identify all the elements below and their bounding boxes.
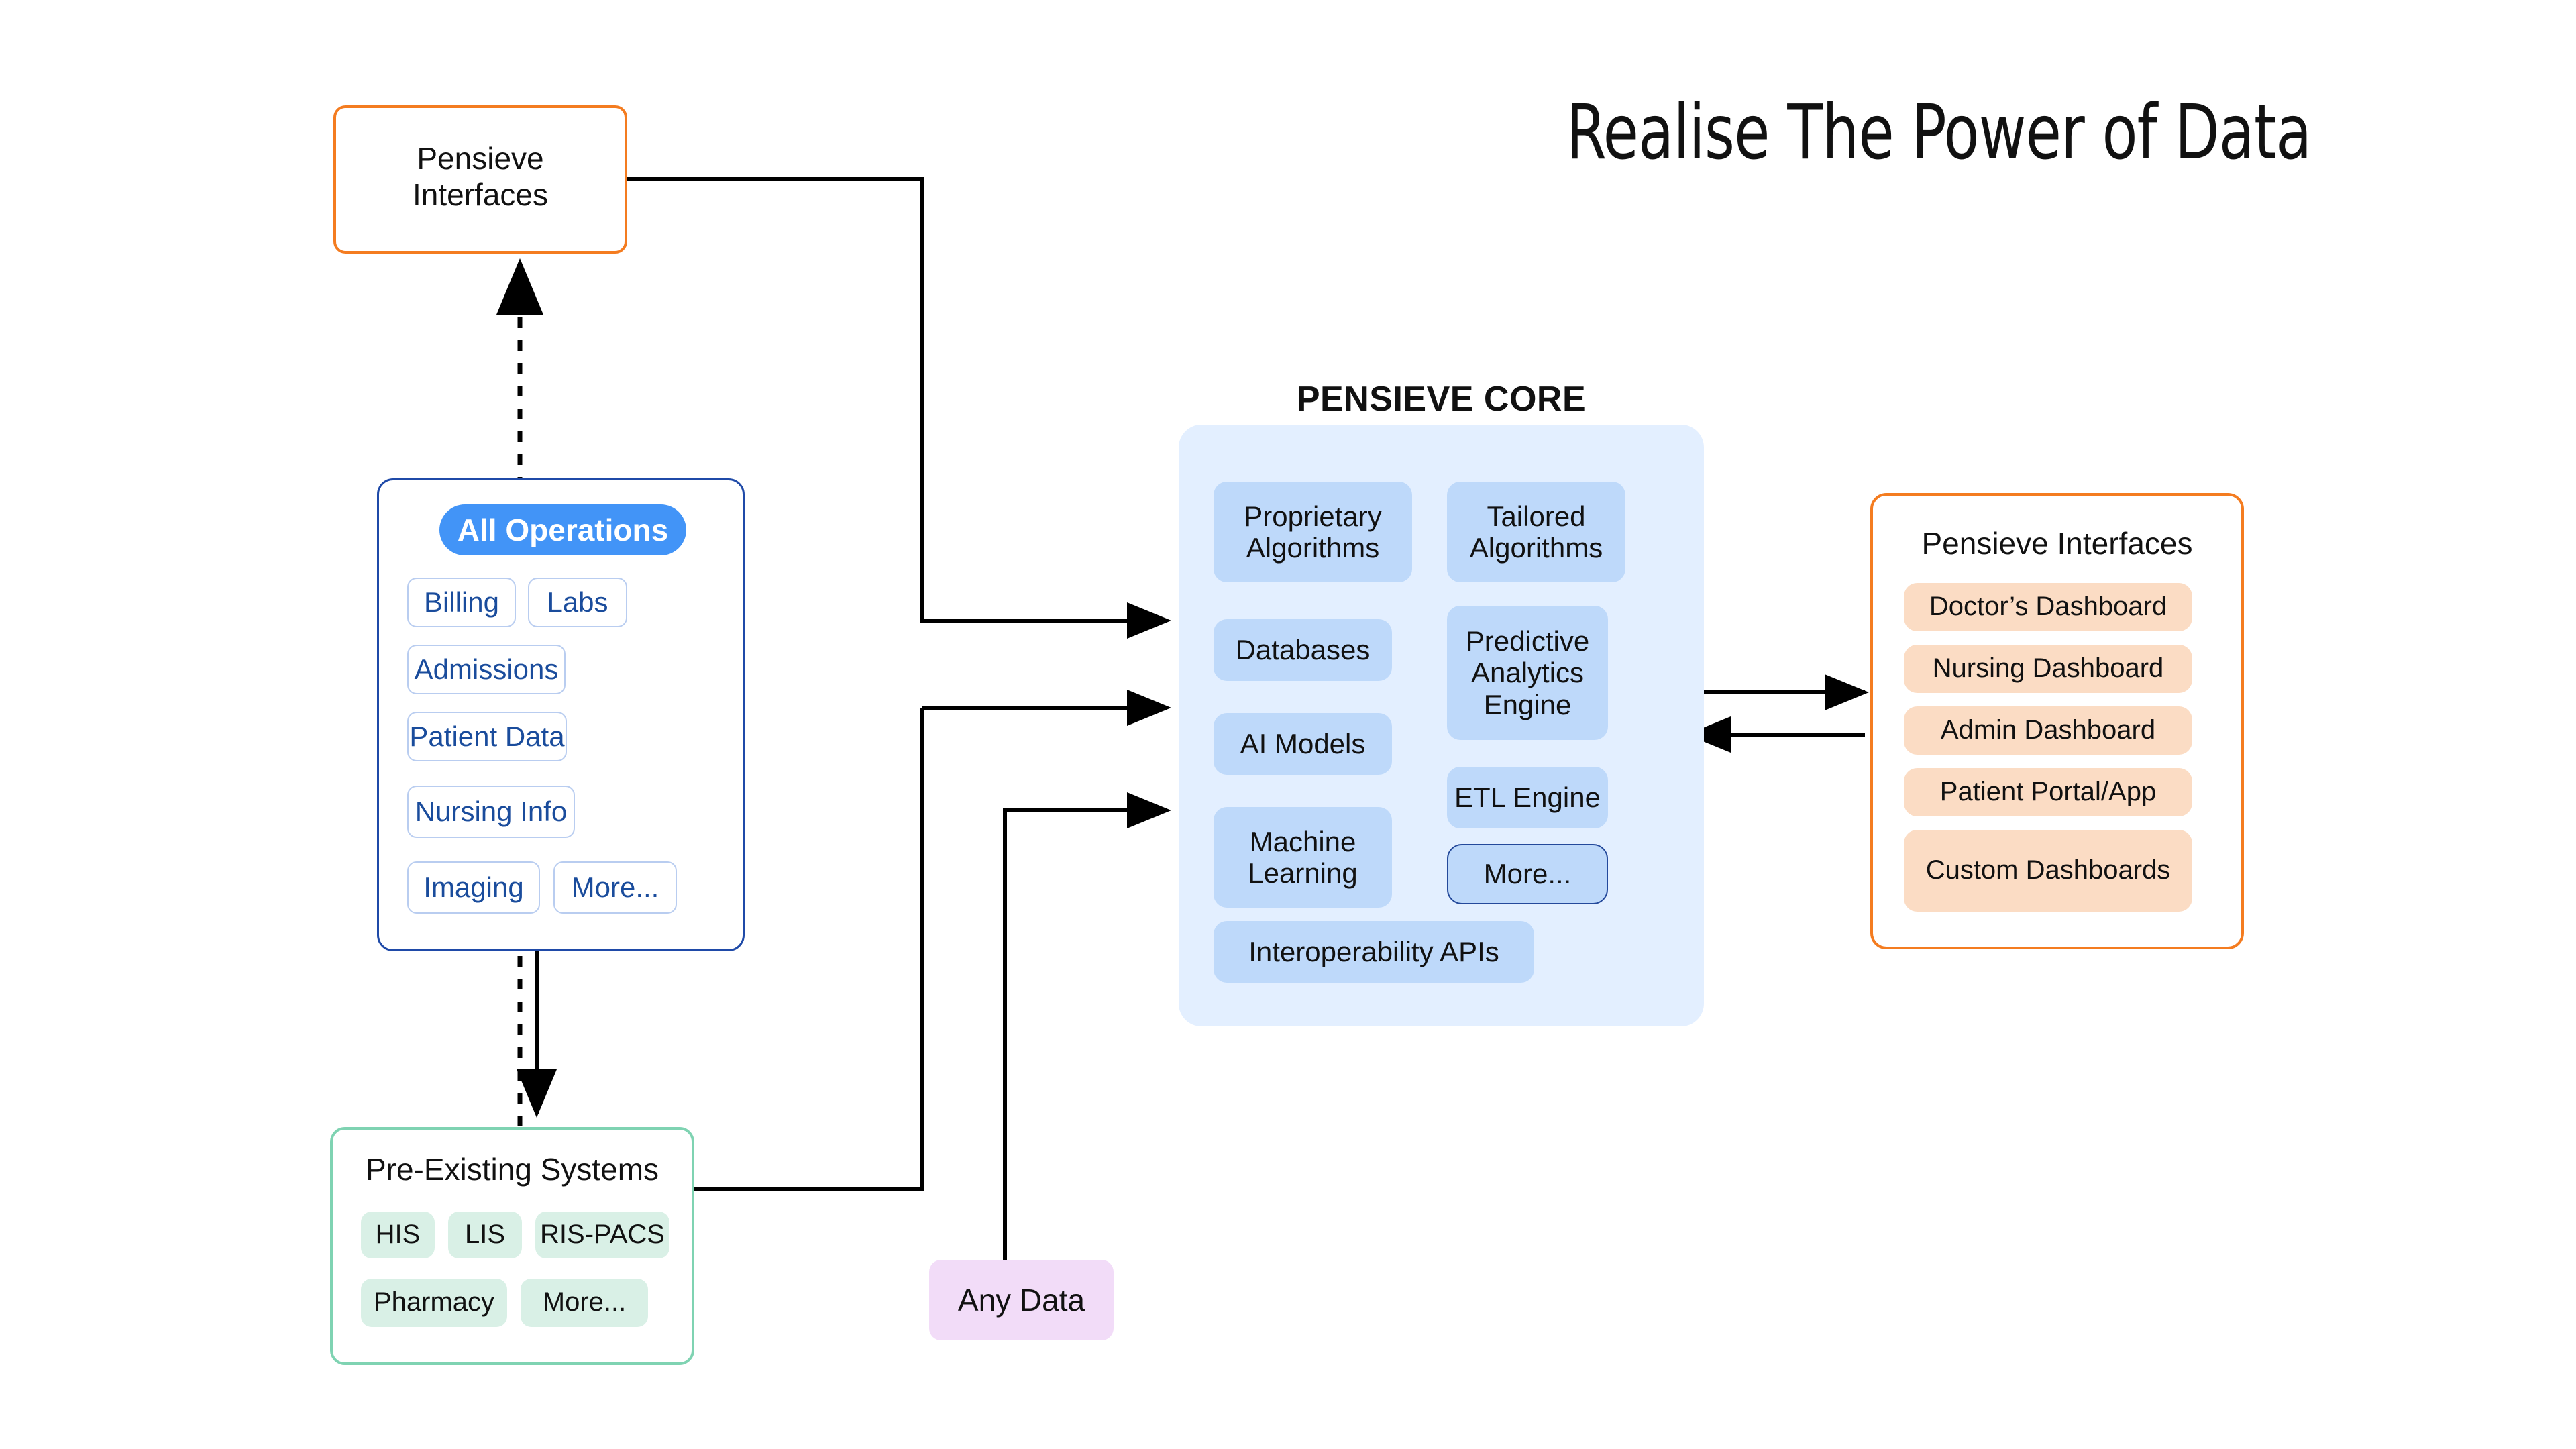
operation-chip-admissions[interactable]: Admissions: [407, 645, 566, 694]
pensieve-interfaces-box-line2: Interfaces: [413, 177, 548, 212]
core-chip-interoperability-apis[interactable]: Interoperability APIs: [1214, 921, 1534, 983]
connector-anydata-to-core: [1003, 792, 1171, 1260]
interface-chip-patient-portal-app[interactable]: Patient Portal/App: [1904, 768, 2192, 816]
pensieve-interfaces-box[interactable]: Pensieve Interfaces: [333, 105, 627, 254]
pre-existing-chip-pharmacy[interactable]: Pharmacy: [361, 1279, 507, 1327]
operation-chip-imaging[interactable]: Imaging: [407, 861, 540, 914]
interface-chip-doctors-dashboard[interactable]: Doctor’s Dashboard: [1904, 583, 2192, 631]
pre-existing-chip-more[interactable]: More...: [521, 1279, 648, 1327]
pre-existing-systems-title: Pre-Existing Systems: [365, 1152, 659, 1187]
pensieve-interfaces-box-line1: Pensieve: [417, 141, 544, 176]
core-chip-proprietary-algorithms[interactable]: Proprietary Algorithms: [1214, 482, 1412, 582]
core-chip-databases[interactable]: Databases: [1214, 619, 1392, 681]
operation-chip-billing[interactable]: Billing: [407, 578, 516, 627]
core-chip-tailored-algorithms[interactable]: Tailored Algorithms: [1447, 482, 1625, 582]
all-operations-pill[interactable]: All Operations: [439, 504, 686, 555]
interfaces-panel: Pensieve Interfaces Doctor’s Dashboard N…: [1870, 493, 2244, 949]
interface-chip-custom-dashboards[interactable]: Custom Dashboards: [1904, 830, 2192, 912]
interfaces-panel-title: Pensieve Interfaces: [1921, 526, 2193, 561]
core-chip-etl-engine[interactable]: ETL Engine: [1447, 767, 1608, 828]
pre-existing-chip-lis[interactable]: LIS: [448, 1212, 522, 1258]
pre-existing-chip-his[interactable]: HIS: [361, 1212, 435, 1258]
operation-chip-patient-data[interactable]: Patient Data: [407, 712, 567, 761]
page-title: Realise The Power of Data: [1566, 89, 2312, 176]
pre-existing-systems-panel: Pre-Existing Systems HIS LIS RIS-PACS Ph…: [330, 1127, 694, 1365]
operation-chip-labs[interactable]: Labs: [528, 578, 627, 627]
operation-chip-nursing-info[interactable]: Nursing Info: [407, 786, 575, 838]
interface-chip-nursing-dashboard[interactable]: Nursing Dashboard: [1904, 645, 2192, 693]
pensieve-core-heading: PENSIEVE CORE: [1296, 380, 1587, 419]
all-operations-panel: All Operations Billing Labs Admissions P…: [377, 478, 745, 951]
operation-chip-more[interactable]: More...: [553, 861, 677, 914]
core-chip-predictive-analytics-engine[interactable]: Predictive Analytics Engine: [1447, 606, 1608, 740]
core-chip-more[interactable]: More...: [1447, 844, 1608, 904]
pensieve-core-panel: Proprietary Algorithms Databases AI Mode…: [1179, 425, 1704, 1026]
any-data-chip[interactable]: Any Data: [929, 1260, 1114, 1340]
core-chip-machine-learning[interactable]: Machine Learning: [1214, 807, 1392, 908]
interface-chip-admin-dashboard[interactable]: Admin Dashboard: [1904, 706, 2192, 755]
pre-existing-chip-ris-pacs[interactable]: RIS-PACS: [535, 1212, 669, 1258]
core-chip-ai-models[interactable]: AI Models: [1214, 713, 1392, 775]
